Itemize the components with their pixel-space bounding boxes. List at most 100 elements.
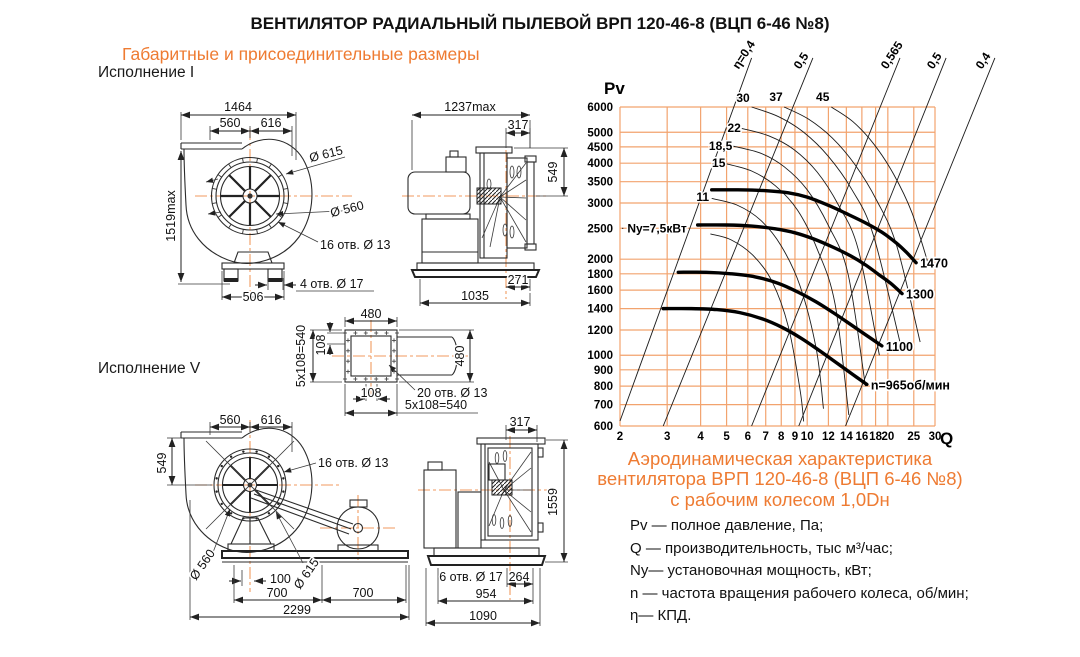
side-vanes — [481, 162, 527, 248]
section-subtitle: Габаритные и присоединительные размеры — [122, 44, 480, 64]
rpm-label-1: 1300 — [906, 288, 934, 302]
efficiency-line-4 — [845, 57, 996, 427]
x-tick-8: 8 — [778, 431, 785, 443]
legend-ny: Ny— установочная мощность, кВт; — [630, 562, 872, 579]
dim-540-left: 5x108=540 — [294, 325, 308, 387]
dim-108-left: 108 — [314, 335, 328, 356]
dim-954: 954 — [476, 587, 497, 601]
dim-1090: 1090 — [469, 609, 497, 623]
rpm-curve-2 — [676, 270, 884, 348]
caption-line3: с рабочим колесом 1,0Dн — [670, 488, 890, 510]
dim-6-holes: 6 отв. Ø 17 — [439, 570, 503, 584]
dim-base-holes: 4 отв. Ø 17 — [300, 277, 364, 291]
x-tick-18: 18 — [869, 431, 882, 443]
power-curve-18,5 — [733, 145, 866, 387]
efficiency-line-3 — [798, 57, 947, 427]
chart-caption: Аэродинамическая характеристика вентилят… — [572, 448, 988, 510]
power-curve-45 — [831, 106, 930, 267]
drawing-exec5-side: 317 1559 6 отв. Ø 17 264 954 1090 — [418, 414, 568, 627]
power-label-5: 30 — [736, 91, 750, 105]
y-tick-800: 800 — [594, 381, 613, 393]
y-tick-1600: 1600 — [587, 285, 613, 297]
dim-616: 616 — [261, 116, 282, 130]
x-tick-2: 2 — [617, 431, 623, 443]
dim-d560: Ø 560 — [329, 198, 365, 220]
y-tick-1200: 1200 — [587, 325, 613, 337]
dim-271: 271 — [508, 273, 529, 287]
y-tick-4500: 4500 — [587, 142, 613, 154]
dim-1035: 1035 — [461, 289, 489, 303]
x-tick-20: 20 — [881, 431, 894, 443]
dim-rim-holes: 16 отв. Ø 13 — [318, 456, 389, 470]
exec1-label: Исполнение I — [98, 64, 195, 81]
dim-480-right: 480 — [453, 346, 467, 367]
dim-rim-holes: 16 отв. Ø 13 — [320, 238, 391, 252]
dim-700-left: 700 — [267, 586, 288, 600]
x-tick-25: 25 — [907, 431, 920, 443]
x-tick-5: 5 — [723, 431, 730, 443]
rpm-curve-1 — [695, 223, 904, 296]
page-title: ВЕНТИЛЯТОР РАДИАЛЬНЫЙ ПЫЛЕВОЙ ВРП 120-46… — [250, 14, 830, 33]
power-label-7: 45 — [816, 90, 830, 104]
rpm-label-2: 1100 — [886, 340, 913, 354]
dim-d560: Ø 560 — [187, 547, 218, 583]
power-label-2: 15 — [712, 156, 726, 170]
dim-1519max: 1519max — [164, 190, 178, 242]
efficiency-line-1 — [662, 57, 814, 427]
y-tick-4000: 4000 — [587, 158, 613, 170]
y-axis-title: Pv — [604, 79, 625, 98]
exec5-label: Исполнение V — [98, 360, 201, 377]
dim-20-holes: 20 отв. Ø 13 — [417, 386, 488, 400]
chart-legend: Pv — полное давление, Па; Q — производит… — [630, 515, 969, 628]
dim-108-bottom: 108 — [361, 386, 382, 400]
y-tick-3000: 3000 — [587, 198, 613, 210]
power-label-1: 11 — [696, 190, 709, 204]
legend-n: n — частота вращения рабочего колеса, об… — [630, 584, 969, 602]
y-tick-700: 700 — [594, 400, 613, 412]
y-tick-1400: 1400 — [587, 304, 613, 316]
power-label-0: Ny=7,5кВт — [627, 221, 687, 235]
x-tick-16: 16 — [855, 431, 868, 443]
y-tick-3500: 3500 — [587, 177, 613, 189]
dim-506: 506 — [243, 290, 264, 304]
power-curve-30 — [751, 106, 901, 343]
x-tick-12: 12 — [822, 431, 835, 443]
efficiency-label-2: 0,565 — [878, 38, 906, 71]
x-tick-4: 4 — [697, 431, 704, 443]
dim-d615: Ø 615 — [308, 143, 344, 165]
dim-317: 317 — [508, 118, 529, 132]
y-tick-2000: 2000 — [587, 254, 613, 266]
rpm-curve-0 — [710, 188, 918, 265]
power-curve-15 — [726, 163, 850, 415]
efficiency-line-0 — [619, 57, 753, 422]
dim-560: 560 — [220, 116, 241, 130]
rpm-label-3: n=965об/мин — [871, 378, 950, 392]
drawing-exec1-side: 1237max 317 549 271 1035 — [402, 99, 568, 307]
x-tick-14: 14 — [840, 431, 853, 443]
drawing-exec1-front: 1464 560 616 1519max Ø 615 Ø 560 16 отв.… — [163, 99, 393, 306]
efficiency-line-2 — [751, 57, 901, 427]
legend-pv: Pv — полное давление, Па; — [630, 517, 824, 534]
power-label-3: 18,5 — [709, 139, 733, 153]
dim-549: 549 — [155, 453, 169, 474]
dim-560: 560 — [220, 413, 241, 427]
impeller-spokes — [220, 166, 280, 226]
drawing-exec5-front: 560 616 549 16 отв. Ø 13 Ø 560 Ø 615 100… — [154, 412, 410, 621]
power-curve-37 — [783, 106, 921, 343]
x-tick-3: 3 — [664, 431, 670, 443]
y-tick-900: 900 — [594, 365, 613, 377]
dim-2299: 2299 — [283, 603, 311, 617]
power-label-6: 37 — [769, 90, 783, 104]
dim-d615: Ø 615 — [291, 556, 322, 592]
power-label-4: 22 — [727, 121, 741, 135]
efficiency-label-0: η=0,4 — [729, 38, 758, 72]
drawing-flange-detail: 480 5x108=540 108 480 108 20 отв. Ø 13 5… — [293, 306, 489, 417]
dim-264: 264 — [509, 570, 530, 584]
dim-317: 317 — [510, 415, 531, 429]
rpm-curve-3 — [661, 306, 869, 387]
dim-100: 100 — [270, 572, 291, 586]
x-tick-30: 30 — [929, 431, 942, 443]
dim-1237max: 1237max — [444, 100, 496, 114]
y-tick-6000: 6000 — [587, 102, 613, 114]
